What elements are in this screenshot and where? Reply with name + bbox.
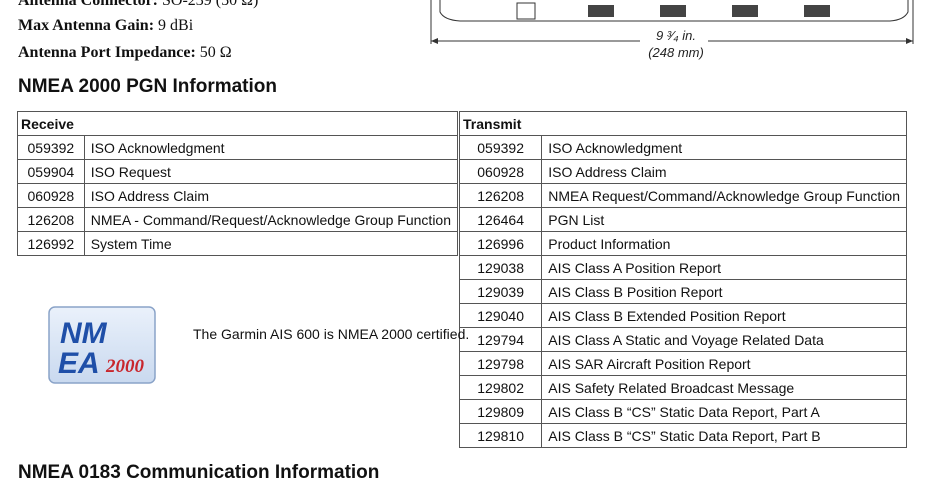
pgn-description: AIS Class A Static and Voyage Related Da…: [541, 327, 907, 352]
pgn-description: NMEA Request/Command/Acknowledge Group F…: [541, 183, 907, 208]
pgn-description: ISO Acknowledgment: [83, 135, 459, 160]
pgn-number: 129038: [458, 255, 543, 280]
pgn-description: AIS Class B “CS” Static Data Report, Par…: [541, 423, 907, 448]
pgn-description: System Time: [83, 231, 459, 256]
nmea-2000-logo: NM EA 2000: [48, 306, 158, 386]
logo-text-ea: EA: [58, 347, 100, 380]
pgn-number: 129810: [458, 423, 543, 448]
pgn-description: ISO Address Claim: [541, 159, 907, 184]
dimension-inches: 9 ³⁄₄ in.: [656, 28, 696, 43]
spec-value: SO-239 (50 Ω): [162, 0, 259, 9]
pgn-number: 129794: [458, 327, 543, 352]
receive-header: Receive: [17, 111, 458, 136]
pgn-number: 126996: [458, 231, 543, 256]
pgn-description: AIS Class B “CS” Static Data Report, Par…: [541, 399, 907, 424]
pgn-number: 129040: [458, 303, 543, 328]
transmit-header: Transmit: [459, 111, 907, 136]
pgn-section-title: NMEA 2000 PGN Information: [18, 76, 278, 97]
logo-text-nm: NM: [60, 317, 108, 350]
pgn-number: 126208: [458, 183, 543, 208]
device-outline-drawing: [430, 0, 914, 44]
pgn-number: 129809: [458, 399, 543, 424]
spec-value: 50 Ω: [199, 44, 232, 61]
spec-label: Antenna Connector:: [18, 0, 158, 9]
pgn-description: PGN List: [541, 207, 907, 232]
spec-antenna-port-impedance: Antenna Port Impedance: 50 Ω: [18, 44, 232, 62]
pgn-description: ISO Address Claim: [83, 183, 459, 208]
spec-max-antenna-gain: Max Antenna Gain: 9 dBi: [18, 17, 193, 35]
certification-text: The Garmin AIS 600 is NMEA 2000 certifie…: [193, 326, 470, 342]
pgn-description: ISO Request: [83, 159, 459, 184]
pgn-number: 060928: [458, 159, 543, 184]
pgn-number: 059392: [17, 135, 85, 160]
pgn-description: AIS SAR Aircraft Position Report: [541, 351, 907, 376]
spec-label: Max Antenna Gain:: [18, 17, 155, 34]
pgn-number: 126992: [17, 231, 85, 256]
next-section-title: NMEA 0183 Communication Information: [18, 462, 380, 483]
pgn-number: 126464: [458, 207, 543, 232]
pgn-number: 129802: [458, 375, 543, 400]
logo-text-2000: 2000: [105, 356, 145, 377]
pgn-number: 129039: [458, 279, 543, 304]
pgn-description: AIS Safety Related Broadcast Message: [541, 375, 907, 400]
pgn-number: 126208: [17, 207, 85, 232]
pgn-description: NMEA - Command/Request/Acknowledge Group…: [83, 207, 459, 232]
pgn-description: Product Information: [541, 231, 907, 256]
pgn-description: ISO Acknowledgment: [541, 135, 907, 160]
pgn-number: 129798: [458, 351, 543, 376]
pgn-description: AIS Class B Extended Position Report: [541, 303, 907, 328]
nmea-logo-graphic: NM EA 2000: [48, 306, 156, 384]
pgn-number: 059904: [17, 159, 85, 184]
dimension-mm: (248 mm): [648, 45, 704, 60]
spec-label: Antenna Port Impedance:: [18, 44, 196, 61]
spec-antenna-connector: Antenna Connector: SO-239 (50 Ω): [18, 0, 258, 10]
dimension-drawing: 9 ³⁄₄ in. (248 mm): [420, 0, 920, 60]
spec-value: 9 dBi: [158, 17, 194, 34]
pgn-description: AIS Class B Position Report: [541, 279, 907, 304]
pgn-number: 060928: [17, 183, 85, 208]
pgn-number: 059392: [458, 135, 543, 160]
pgn-description: AIS Class A Position Report: [541, 255, 907, 280]
